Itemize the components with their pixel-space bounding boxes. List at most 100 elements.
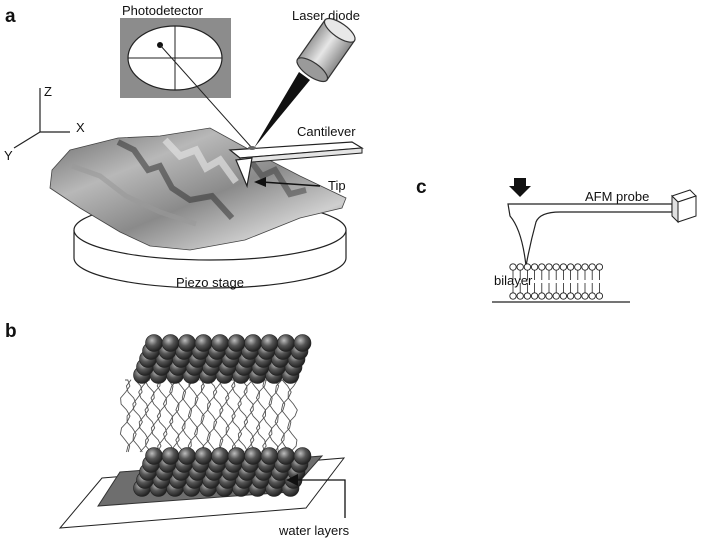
photodetector-label: Photodetector	[122, 3, 204, 18]
lipid-tail	[255, 379, 267, 453]
lipid-tail	[175, 379, 187, 453]
lipid-tail	[132, 379, 143, 453]
lipid-bilayer	[119, 334, 312, 497]
afm-probe-label: AFM probe	[585, 189, 649, 204]
force-arrow-icon	[509, 178, 531, 197]
tip-arrowhead	[254, 177, 266, 187]
laser-diode-icon	[254, 17, 356, 148]
lipid-head	[545, 263, 553, 271]
lipid-tail	[144, 379, 156, 453]
lipid-head	[509, 292, 517, 300]
lipid-tail	[150, 379, 162, 453]
lipid-tail	[268, 379, 280, 453]
lipid-head	[530, 263, 539, 271]
lipid-head	[244, 334, 262, 352]
lipid-head	[552, 292, 560, 300]
axis-y-label: Y	[4, 148, 13, 163]
sample-surface	[49, 127, 347, 251]
lipid-tail	[287, 379, 299, 453]
lipid-head	[161, 334, 180, 352]
piezo-stage-label: Piezo stage	[176, 275, 244, 290]
lipid-head	[581, 292, 589, 300]
lipid-head	[161, 447, 180, 465]
lipid-tail	[193, 379, 205, 453]
lipid-head	[211, 447, 229, 465]
probe-holder-cube	[677, 195, 697, 223]
lipid-head	[588, 263, 596, 271]
lipid-head	[588, 292, 596, 300]
lipid-head	[211, 334, 229, 352]
laser-diode-label: Laser diode	[292, 8, 360, 23]
lipid-head	[277, 447, 295, 465]
axes-icon	[13, 88, 70, 149]
bilayer-diagram	[509, 263, 604, 300]
panel-label-a: a	[5, 6, 16, 27]
lipid-tail	[156, 379, 168, 453]
lipid-head	[194, 447, 213, 465]
water-layers-label: water layers	[278, 523, 350, 538]
lipid-tail	[125, 379, 137, 453]
lipid-tail	[119, 379, 131, 453]
reflected-beam	[159, 44, 253, 149]
lipid-head	[595, 292, 604, 300]
afm-probe	[507, 189, 697, 267]
tip-icon	[235, 157, 253, 189]
lipid-head	[178, 334, 196, 352]
lipid-head	[277, 334, 295, 352]
lipid-head	[145, 334, 163, 352]
lipid-tail	[249, 379, 261, 453]
tip-arrow	[261, 181, 321, 187]
lipid-head	[595, 263, 604, 271]
lipid-head	[227, 447, 246, 465]
lipid-head	[523, 292, 532, 300]
lipid-head	[552, 263, 560, 271]
lipid-tail	[274, 379, 286, 453]
bilayer-label: bilayer	[494, 273, 533, 288]
lipid-head	[244, 447, 262, 465]
lipid-head	[194, 334, 213, 352]
lipid-head	[574, 263, 582, 271]
lipid-tail	[200, 379, 212, 453]
lipid-head	[523, 263, 532, 271]
lipid-tail	[181, 379, 193, 453]
lipid-tail	[212, 379, 224, 453]
lipid-head	[178, 447, 196, 465]
lipid-tail	[206, 379, 218, 453]
panel-label-c: c	[416, 177, 427, 198]
lipid-tail	[187, 379, 199, 453]
lipid-tail	[237, 379, 249, 453]
cantilever	[228, 141, 364, 189]
lipid-head	[509, 263, 517, 271]
lipid-head	[559, 292, 568, 300]
axis-z-label: Z	[44, 84, 52, 99]
lipid-tail	[243, 379, 255, 453]
lipid-tail	[162, 379, 174, 453]
lipid-head	[566, 263, 575, 271]
tip-label: Tip	[328, 178, 346, 193]
lipid-head	[538, 263, 546, 271]
lipid-head	[260, 334, 279, 352]
water-layers-arrowhead	[286, 474, 298, 486]
lipid-head	[516, 263, 524, 271]
lipid-tail	[169, 379, 180, 453]
lipid-head	[293, 447, 312, 465]
lipid-head	[559, 263, 568, 271]
lipid-head	[581, 263, 589, 271]
lipid-head	[260, 447, 279, 465]
lipid-tail	[262, 379, 273, 453]
lipid-head	[538, 292, 546, 300]
axis-x-label: X	[76, 120, 85, 135]
lipid-head	[530, 292, 539, 300]
lipid-head	[545, 292, 553, 300]
cantilever-label: Cantilever	[297, 124, 356, 139]
lipid-head	[574, 292, 582, 300]
photodetector	[120, 18, 231, 98]
lipid-head	[227, 334, 246, 352]
panel-label-b: b	[5, 321, 17, 342]
lipid-head	[516, 292, 524, 300]
water-layers-pointer	[296, 479, 346, 518]
lipid-head	[293, 334, 312, 352]
lipid-tail	[280, 379, 292, 453]
lipid-head	[566, 292, 575, 300]
